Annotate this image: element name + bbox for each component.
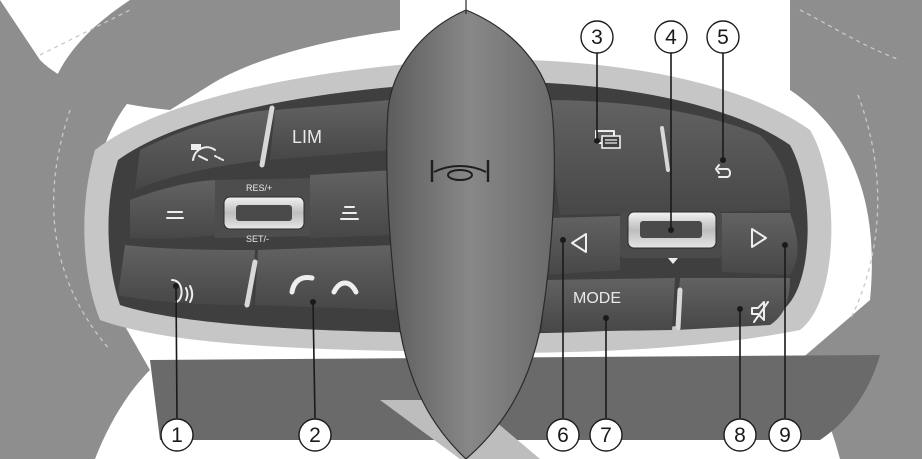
callout-number: 8 xyxy=(734,424,746,447)
callout-number: 6 xyxy=(557,424,569,447)
set-minus-label: SET/- xyxy=(246,234,269,244)
callout-number: 1 xyxy=(171,424,183,447)
callout-9: 9 xyxy=(768,418,802,452)
right-arrow-icon xyxy=(751,228,767,248)
distance-plus-icon xyxy=(340,206,359,220)
callout-6: 6 xyxy=(546,418,580,452)
lim-button[interactable]: LIM xyxy=(292,127,322,147)
res-set-roller-wheel xyxy=(236,205,292,221)
display-screen-icon xyxy=(595,130,621,149)
down-arrow-icon xyxy=(668,258,678,264)
callout-2: 2 xyxy=(298,418,332,452)
callout-number: 3 xyxy=(591,26,603,49)
callout-5: 5 xyxy=(706,20,740,54)
callout-1: 1 xyxy=(160,418,194,452)
distance-minus-icon xyxy=(166,211,184,219)
callout-leaders xyxy=(173,52,788,419)
res-plus-label: RES/+ xyxy=(246,183,272,193)
callout-8: 8 xyxy=(723,418,757,452)
phone-answer-icon xyxy=(289,275,315,295)
mode-button[interactable]: MODE xyxy=(573,290,621,307)
left-arrow-icon xyxy=(571,233,587,253)
callout-number: 9 xyxy=(779,424,791,447)
voice-command-icon xyxy=(171,279,194,303)
callout-number: 2 xyxy=(309,424,321,447)
callout-4: 4 xyxy=(654,20,688,54)
right-button-cluster xyxy=(542,100,798,332)
callout-number: 7 xyxy=(600,424,612,447)
speed-limiter-icon xyxy=(191,144,224,161)
callout-number: 5 xyxy=(717,26,729,49)
callout-number: 4 xyxy=(665,26,677,49)
mute-icon xyxy=(751,301,769,323)
callout-3: 3 xyxy=(580,20,614,54)
horn-icon xyxy=(430,160,490,182)
callout-7: 7 xyxy=(589,418,623,452)
phone-hangup-icon xyxy=(331,280,359,295)
left-button-cluster xyxy=(118,100,395,310)
back-arrow-icon xyxy=(715,164,731,178)
